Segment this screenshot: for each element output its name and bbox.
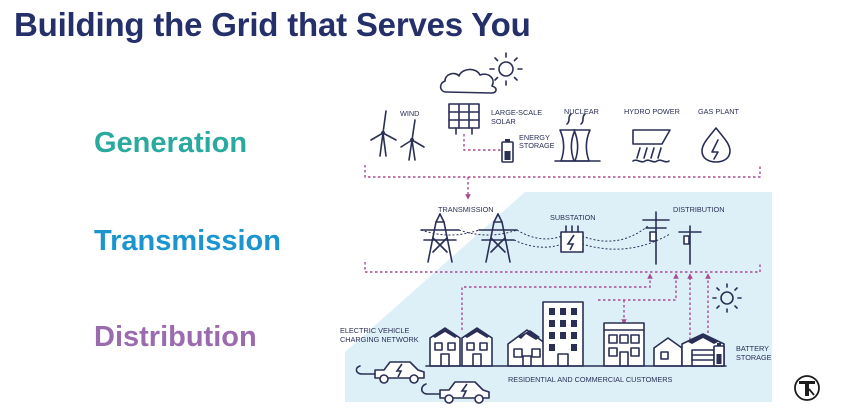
electric-car-icon <box>355 361 425 384</box>
building-icon <box>603 322 645 367</box>
building-icon <box>542 301 584 367</box>
battery-icon <box>713 343 725 367</box>
house-icon <box>429 327 461 367</box>
power-line-wires <box>420 225 671 250</box>
sun-icon <box>489 52 523 86</box>
battery-icon <box>501 139 514 163</box>
label-battery-1: BATTERY <box>736 344 769 353</box>
label-solar-2: SOLAR <box>491 117 516 126</box>
house-icon <box>507 329 547 367</box>
transmission-tower-icon <box>478 213 518 263</box>
label-nuclear: NUCLEAR <box>564 107 599 116</box>
page-title: Building the Grid that Serves You <box>14 6 531 43</box>
substation-icon <box>560 225 584 253</box>
label-distribution: DISTRIBUTION <box>673 205 724 214</box>
label-storage-2: STORAGE <box>519 141 555 150</box>
label-transmission: TRANSMISSION <box>438 205 494 214</box>
stage-transmission: Transmission <box>94 225 281 257</box>
label-wind: WIND <box>400 109 419 118</box>
label-gas: GAS PLANT <box>698 107 739 116</box>
house-icon <box>461 327 493 367</box>
electric-car-icon <box>420 381 490 404</box>
label-battery-2: STORAGE <box>736 353 772 362</box>
hydro-dam-icon <box>632 129 671 163</box>
utility-pole-icon <box>678 225 702 265</box>
solar-panel-icon <box>448 103 480 135</box>
stage-distribution: Distribution <box>94 321 257 353</box>
stage-generation: Generation <box>94 127 248 159</box>
label-storage-1: ENERGY <box>519 133 550 142</box>
cloud-icon <box>439 68 497 94</box>
transmission-tower-icon <box>420 213 460 263</box>
nuclear-plant-icon <box>554 113 601 162</box>
label-solar-1: LARGE-SCALE <box>491 108 542 117</box>
wind-turbine-icon <box>370 110 397 157</box>
label-substation: SUBSTATION <box>550 213 596 222</box>
wind-turbine-icon <box>400 119 425 161</box>
label-ev-2: CHARGING NETWORK <box>340 335 419 344</box>
sun-icon <box>712 283 742 313</box>
utility-pole-icon <box>642 211 670 265</box>
gas-flame-icon <box>701 127 731 163</box>
label-customers: RESIDENTIAL AND COMMERCIAL CUSTOMERS <box>508 375 672 384</box>
label-ev-1: ELECTRIC VEHICLE <box>340 326 409 335</box>
brand-logo-icon <box>794 375 820 401</box>
label-hydro: HYDRO POWER <box>624 107 680 116</box>
